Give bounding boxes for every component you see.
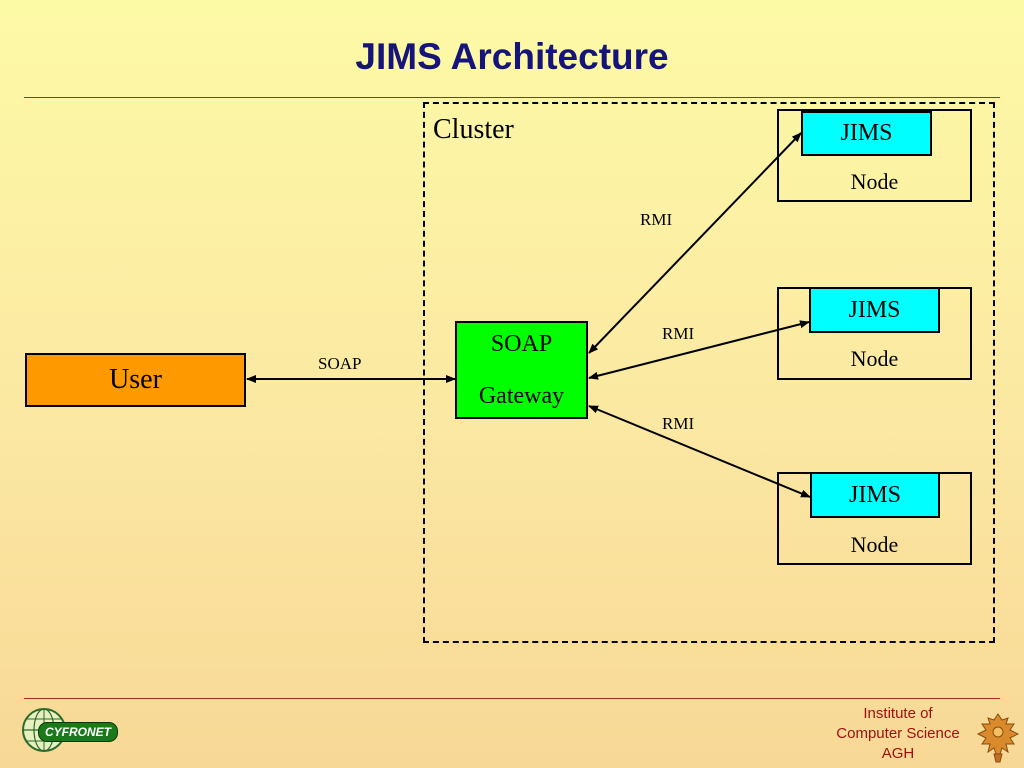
cyfronet-logo-text: CYFRONET: [38, 722, 118, 742]
institute-line-2: Computer Science: [836, 725, 960, 742]
rmi-connector-3: [588, 405, 811, 498]
jims-box-1: JIMS: [801, 111, 932, 156]
gateway-label-line2: Gateway: [478, 383, 565, 409]
rmi-connector-1: [588, 132, 802, 354]
node-label-3: Node: [850, 532, 899, 557]
soap-edge-label: SOAP: [318, 354, 362, 373]
cluster-label: Cluster: [433, 114, 514, 145]
rmi-edge-label-1: RMI: [640, 210, 673, 229]
user-box: User: [25, 353, 246, 407]
title-divider: [24, 97, 1000, 98]
gateway-label-line1: SOAP: [490, 331, 553, 357]
jims-box-3: JIMS: [810, 472, 940, 518]
soap-gateway-box: SOAP Gateway: [455, 321, 588, 419]
footer-divider: [24, 698, 1000, 699]
jims-box-2: JIMS: [809, 287, 940, 333]
institute-caption: Institute of Computer Science AGH: [812, 704, 984, 764]
node-label-2: Node: [850, 346, 899, 371]
institute-line-1: Institute of: [863, 705, 933, 722]
rmi-edge-label-2: RMI: [662, 324, 695, 343]
slide-title: JIMS Architecture: [355, 36, 669, 77]
rmi-edge-label-3: RMI: [662, 414, 695, 433]
institute-line-3: AGH: [881, 745, 915, 762]
rmi-connector-2: [588, 320, 810, 380]
agh-eagle-icon: [976, 713, 1020, 763]
node-label-1: Node: [850, 169, 899, 194]
cluster-boundary: [423, 102, 995, 643]
